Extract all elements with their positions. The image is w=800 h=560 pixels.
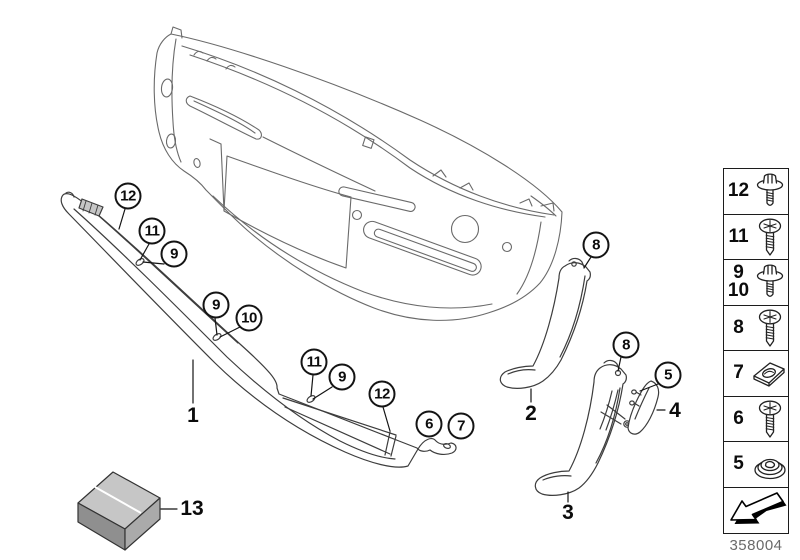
side-trim-right-drawing bbox=[534, 359, 631, 496]
legend-label: 8 bbox=[733, 316, 744, 338]
legend-label: 5 bbox=[733, 453, 744, 475]
callout-11-a[interactable]: 11 bbox=[138, 217, 166, 245]
legend-row-11[interactable]: 11 bbox=[724, 214, 788, 260]
legend-label: 7 bbox=[733, 362, 744, 384]
phillips-tapping-screw-icon bbox=[750, 397, 787, 441]
kit-box-drawing bbox=[77, 471, 161, 551]
drawing-number: 358004 bbox=[729, 537, 783, 554]
hardware-legend: 12 11 bbox=[723, 168, 789, 534]
legend-row-arrow[interactable] bbox=[724, 487, 788, 533]
phillips-tapping-screw-icon bbox=[750, 306, 787, 350]
legend-row-6[interactable]: 6 bbox=[724, 396, 788, 442]
leader-lines bbox=[118, 208, 666, 510]
part-label-13[interactable]: 13 bbox=[180, 497, 204, 520]
callout-6[interactable]: 6 bbox=[415, 410, 443, 438]
legend-row-8[interactable]: 8 bbox=[724, 305, 788, 351]
callout-11-b[interactable]: 11 bbox=[300, 348, 328, 376]
callout-9-b[interactable]: 9 bbox=[202, 291, 230, 319]
bracket-drawing bbox=[627, 380, 660, 435]
speed-nut-clip-icon bbox=[750, 355, 788, 391]
legend-label: 6 bbox=[733, 407, 744, 429]
callout-5[interactable]: 5 bbox=[654, 361, 682, 389]
direction-arrow-icon bbox=[727, 490, 787, 530]
part-label-2[interactable]: 2 bbox=[525, 402, 537, 425]
part-label-4[interactable]: 4 bbox=[669, 399, 681, 422]
part-label-3[interactable]: 3 bbox=[562, 501, 574, 524]
callout-9-a[interactable]: 9 bbox=[160, 240, 188, 268]
callout-12-b[interactable]: 12 bbox=[368, 380, 396, 408]
callout-7[interactable]: 7 bbox=[447, 412, 475, 440]
side-trim-left-drawing bbox=[499, 257, 591, 389]
legend-row-12[interactable]: 12 bbox=[724, 169, 788, 215]
legend-row-7[interactable]: 7 bbox=[724, 351, 788, 397]
bumper-carrier-drawing bbox=[153, 26, 563, 321]
legend-row-5[interactable]: 5 bbox=[724, 442, 788, 488]
hex-flange-screw-icon bbox=[750, 261, 787, 303]
front-spoiler-drawing bbox=[60, 191, 457, 468]
callout-10[interactable]: 10 bbox=[235, 304, 263, 332]
callout-12-a[interactable]: 12 bbox=[114, 182, 142, 210]
part-label-1[interactable]: 1 bbox=[187, 404, 199, 427]
legend-label: 12 bbox=[727, 180, 750, 202]
hex-flange-screw-icon bbox=[750, 170, 787, 212]
callout-9-c[interactable]: 9 bbox=[328, 363, 356, 391]
phillips-tapping-screw-icon bbox=[750, 215, 787, 259]
callout-8-b[interactable]: 8 bbox=[612, 331, 640, 359]
legend-label: 11 bbox=[728, 225, 749, 247]
callout-8-a[interactable]: 8 bbox=[582, 231, 610, 259]
plastic-nut-icon bbox=[750, 445, 790, 483]
